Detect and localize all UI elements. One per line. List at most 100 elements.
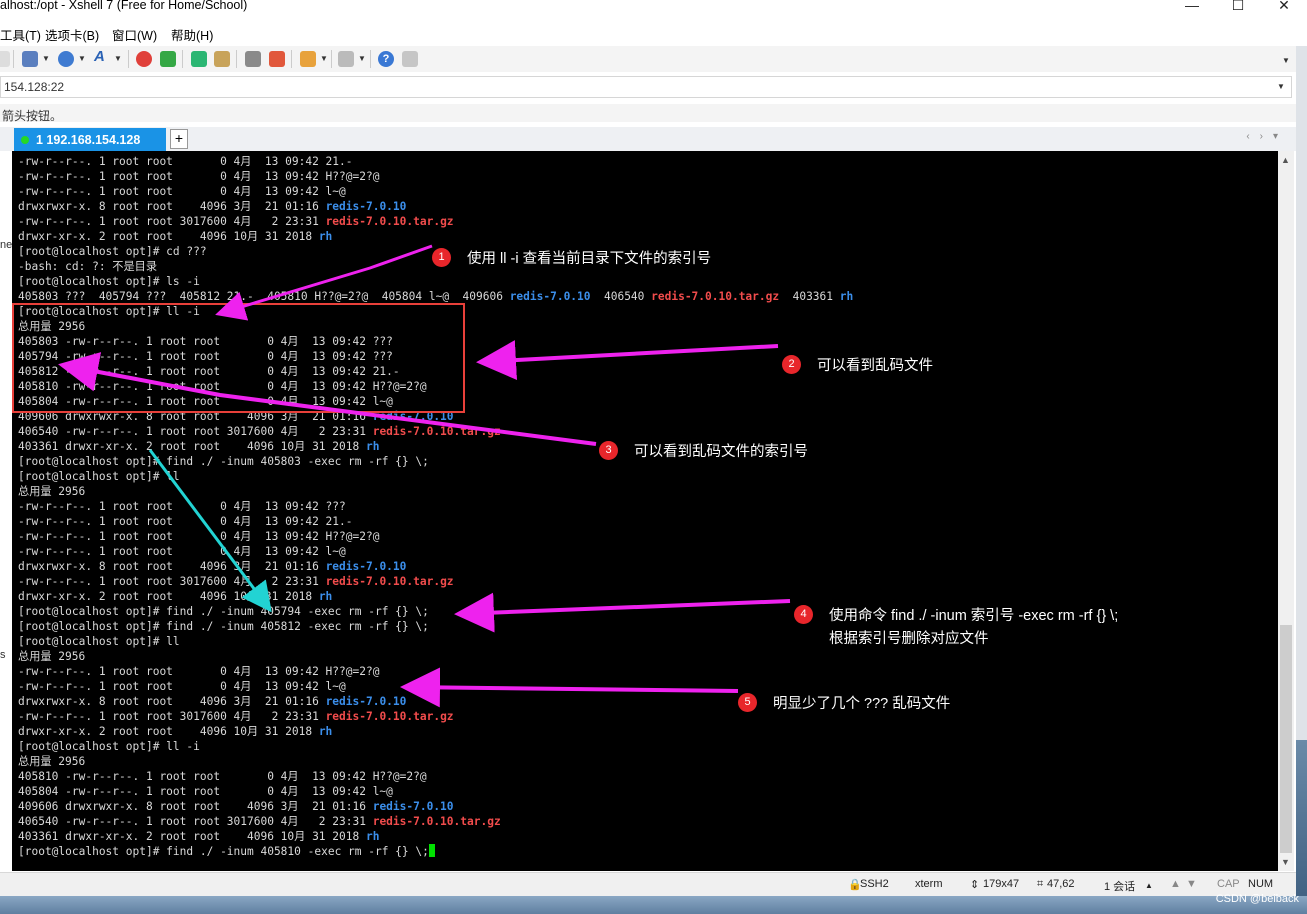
watermark: CSDN @beiback [1215, 893, 1299, 905]
search-icon[interactable] [0, 51, 10, 67]
status-sessions[interactable]: 1 会话 [1104, 881, 1136, 893]
address-value: 154.128:22 [4, 80, 65, 94]
tab-session[interactable]: 1 192.168.154.128 [14, 128, 166, 152]
terminal-line: -rw-r--r--. 1 root root 0 4月 13 09:42 H?… [18, 665, 380, 678]
help-icon[interactable]: ? [378, 51, 394, 67]
arrow-down-icon[interactable]: ▼ [1186, 878, 1197, 890]
annotation-text: 使用 ll -i 查看当前目录下文件的索引号 [467, 251, 712, 267]
keyboard-icon[interactable] [245, 51, 261, 67]
chevron-down-icon[interactable]: ▼ [320, 54, 328, 63]
directory-name: redis-7.0.10 [325, 560, 407, 573]
globe-icon[interactable] [58, 51, 74, 67]
menu-help[interactable]: 帮助(H) [171, 29, 214, 43]
font-icon[interactable]: A [94, 48, 105, 65]
chevron-down-icon[interactable]: ▼ [1277, 82, 1285, 91]
arrow-up-icon[interactable]: ▲ [1170, 878, 1181, 890]
terminal-line: -rw-r--r--. 1 root root 0 4月 13 09:42 21… [18, 515, 353, 528]
xshell-new-icon[interactable] [160, 51, 176, 67]
address-bar[interactable]: 154.128:22 ▼ [0, 76, 1292, 98]
directory-name: redis-7.0.10 [325, 695, 407, 708]
annotation-badge: 2 [782, 355, 801, 374]
toolbar-divider [128, 50, 129, 68]
archive-name: redis-7.0.10.tar.gz [325, 215, 454, 228]
directory-name: rh [365, 440, 380, 453]
terminal-line: -bash: cd: ?: 不是目录 [18, 260, 158, 273]
hint-bar: 箭头按钮。 [0, 104, 1296, 123]
toolbar-divider [182, 50, 183, 68]
tab-bar: 1 192.168.154.128 + ‹›▾ [0, 127, 1296, 152]
terminal-line: drwxrwxr-x. 8 root root 4096 3月 21 01:16… [18, 560, 407, 573]
terminal-line: -rw-r--r--. 1 root root 0 4月 13 09:42 H?… [18, 530, 380, 543]
annotation-1: 1 使用 ll -i 查看当前目录下文件的索引号 [432, 247, 711, 268]
lock-icon[interactable] [214, 51, 230, 67]
terminal-line: -rw-r--r--. 1 root root 3017600 4月 2 23:… [18, 575, 454, 588]
status-size: 179x47 [983, 878, 1020, 890]
tab-navigation[interactable]: ‹›▾ [1246, 131, 1288, 142]
layout-icon[interactable] [338, 51, 354, 67]
toolbar-divider [370, 50, 371, 68]
toolbar: ▼ ▼ A ▼ ▼ ▼ ? ▼ [0, 46, 1296, 72]
directory-name: rh [318, 590, 333, 603]
chevron-down-icon[interactable]: ▼ [42, 54, 50, 63]
status-cursor-pos: 47,62 [1047, 878, 1075, 890]
archive-name: redis-7.0.10.tar.gz [325, 710, 454, 723]
status-caps: CAP [1217, 878, 1240, 890]
highlight-box [12, 303, 465, 413]
terminal-line: -rw-r--r--. 1 root root 3017600 4月 2 23:… [18, 710, 454, 723]
terminal-line: [root@localhost opt]# ll -i [18, 740, 200, 753]
terminal-line: -rw-r--r--. 1 root root 0 4月 13 09:42 H?… [18, 170, 380, 183]
window-title: alhost:/opt - Xshell 7 (Free for Home/Sc… [0, 0, 248, 12]
folder-icon[interactable] [300, 51, 316, 67]
scroll-down-icon[interactable]: ▼ [1281, 857, 1290, 867]
terminal-line: 406540 -rw-r--r--. 1 root root 3017600 4… [18, 425, 501, 438]
minimize-button[interactable]: — [1185, 0, 1199, 13]
close-button[interactable]: ✕ [1278, 0, 1290, 13]
chevron-down-icon[interactable]: ▼ [358, 54, 366, 63]
directory-name: rh [839, 290, 854, 303]
scrollbar-thumb[interactable] [1280, 625, 1292, 853]
maximize-button[interactable]: ☐ [1231, 0, 1245, 13]
lock-icon: 🔒 [848, 879, 862, 891]
chevron-up-icon[interactable]: ▲ [1145, 881, 1153, 890]
menu-tabs[interactable]: 选项卡(B) [45, 29, 100, 43]
menu-bar: 工具(T) 选项卡(B) 窗口(W) 帮助(H) [0, 22, 1307, 43]
status-num: NUM [1248, 878, 1274, 890]
terminal-line: 409606 drwxrwxr-x. 8 root root 4096 3月 2… [18, 800, 454, 813]
directory-name: redis-7.0.10 [325, 200, 407, 213]
terminal-line: -rw-r--r--. 1 root root 0 4月 13 09:42 l~… [18, 680, 346, 693]
toolbar-divider [291, 50, 292, 68]
archive-name: redis-7.0.10.tar.gz [651, 290, 780, 303]
chevron-down-icon[interactable]: ▼ [114, 54, 122, 63]
terminal-line: -rw-r--r--. 1 root root 0 4月 13 09:42 21… [18, 155, 353, 168]
terminal-line: -rw-r--r--. 1 root root 0 4月 13 09:42 ??… [18, 500, 346, 513]
terminal-line: [root@localhost opt]# find ./ -inum 4058… [18, 844, 435, 859]
annotation-text: 根据索引号删除对应文件 [829, 631, 989, 647]
hint-text: 箭头按钮。 [2, 109, 63, 123]
scroll-up-icon[interactable]: ▲ [1281, 155, 1290, 165]
menu-window[interactable]: 窗口(W) [112, 29, 158, 43]
new-tab-button[interactable]: + [170, 129, 188, 149]
directory-name: rh [318, 725, 333, 738]
annotation-badge: 1 [432, 248, 451, 267]
terminal-line: 总用量 2956 [18, 650, 86, 663]
toolbar-divider [236, 50, 237, 68]
menu-tools[interactable]: 工具(T) [0, 29, 41, 43]
terminal-line: -rw-r--r--. 1 root root 3017600 4月 2 23:… [18, 215, 454, 228]
chat-icon[interactable] [402, 51, 418, 67]
chevron-down-icon[interactable]: ▼ [1282, 56, 1290, 65]
terminal-line: [root@localhost opt]# cd ??? [18, 245, 207, 258]
highlight-icon[interactable] [269, 51, 285, 67]
xftp-icon[interactable] [136, 51, 152, 67]
annotation-text: 使用命令 find ./ -inum 索引号 -exec rm -rf {} \… [829, 608, 1119, 624]
status-protocol: SSH2 [860, 878, 889, 890]
terminal-cursor [428, 844, 435, 857]
terminal-line: 总用量 2956 [18, 320, 86, 333]
session-manager-icon[interactable] [22, 51, 38, 67]
terminal-scrollbar[interactable]: ▲ ▼ [1278, 151, 1294, 871]
chevron-down-icon[interactable]: ▼ [78, 54, 86, 63]
left-panel-fragment: ne [0, 239, 13, 251]
fullscreen-icon[interactable] [191, 51, 207, 67]
terminal-line: drwxr-xr-x. 2 root root 4096 10月 31 2018… [18, 725, 333, 738]
